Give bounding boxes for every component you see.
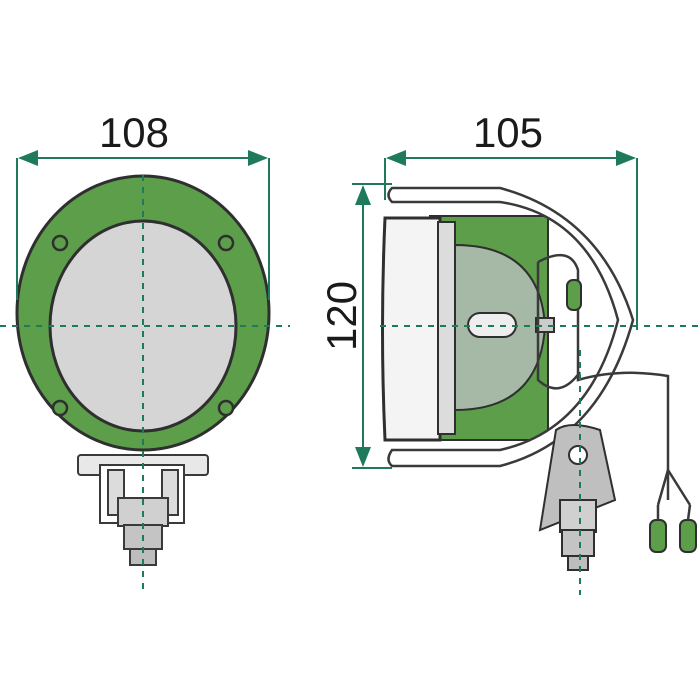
- front-screws: [51, 234, 235, 417]
- side-cable: [536, 253, 670, 500]
- side-lens: [381, 216, 442, 442]
- screw-icon: [51, 399, 69, 417]
- front-width-label: 108: [99, 109, 169, 156]
- side-view: 105 120: [318, 109, 700, 595]
- screw-icon: [217, 234, 235, 252]
- screw-icon: [51, 234, 69, 252]
- connector-icon: [566, 279, 582, 311]
- front-center-lines: [0, 175, 290, 590]
- side-depth-dimension: [384, 150, 638, 330]
- wire-terminal-icon: [649, 519, 667, 553]
- side-depth-label: 105: [473, 109, 543, 156]
- side-center-lines: [380, 325, 700, 595]
- wire-terminal-icon: [679, 519, 697, 553]
- front-width-dimension: [16, 150, 270, 300]
- side-wire-bow: [387, 186, 635, 468]
- front-view: 108: [0, 109, 290, 590]
- side-height-label: 120: [318, 281, 365, 351]
- side-bezel: [437, 221, 456, 435]
- front-mount-bracket: [77, 454, 209, 566]
- side-wire-ends: [649, 469, 697, 553]
- side-height-dimension: [352, 183, 392, 469]
- screw-icon: [217, 399, 235, 417]
- side-mount: [538, 424, 617, 571]
